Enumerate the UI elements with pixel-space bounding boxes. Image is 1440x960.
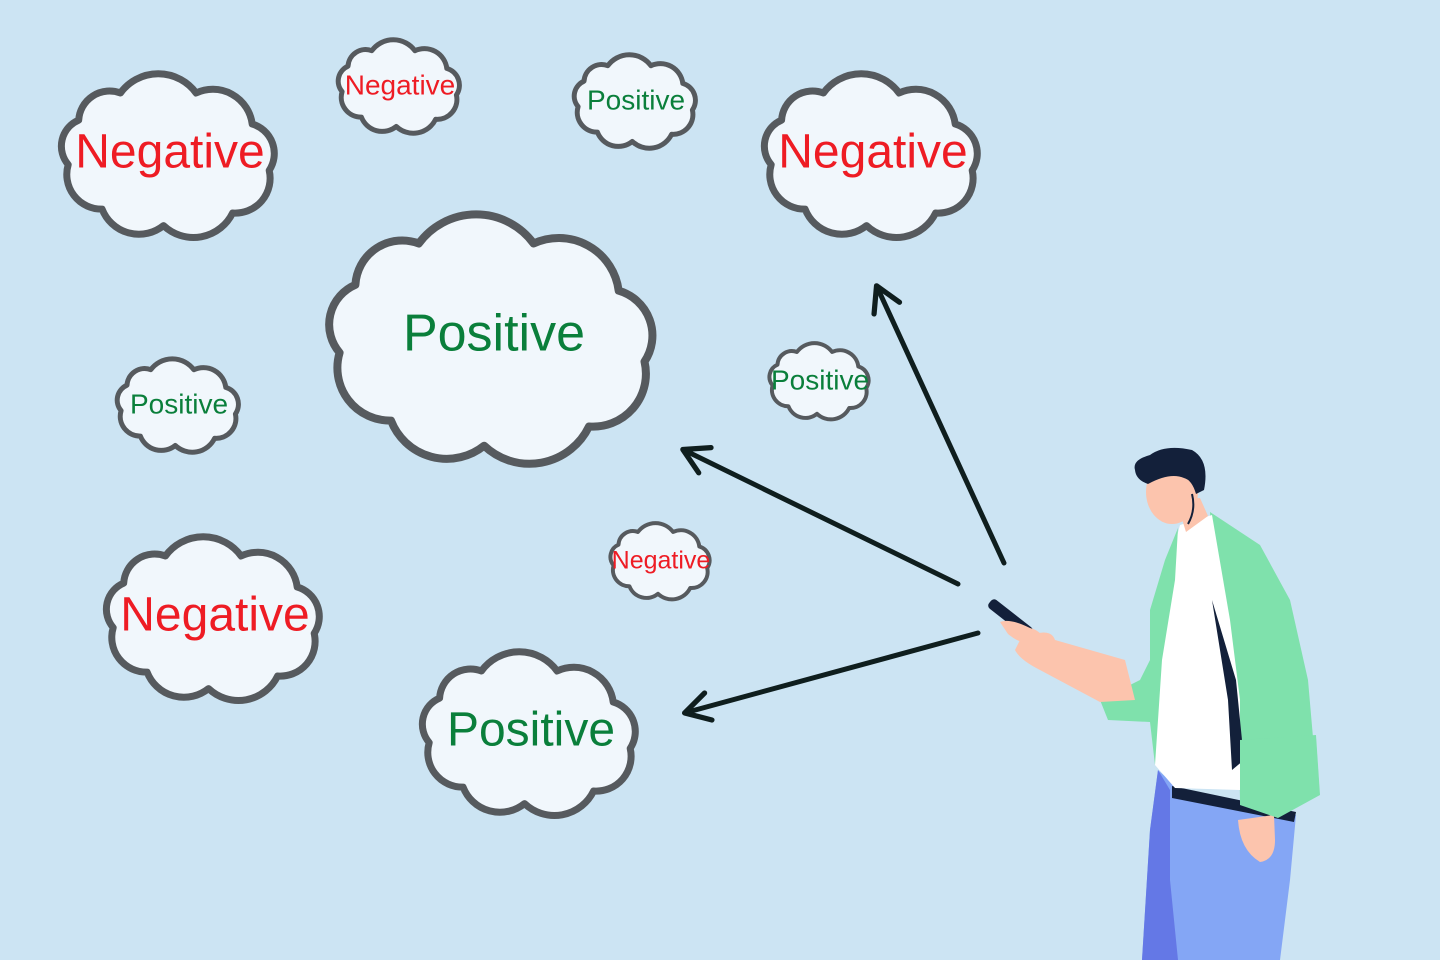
- cloud-label: Positive: [130, 388, 228, 419]
- top-small-negative-cloud: Negative: [335, 37, 462, 136]
- arrow-to-top-right-negative: [871, 283, 1007, 566]
- bottom-positive-cloud: Positive: [418, 648, 639, 819]
- left-small-positive-cloud: Positive: [114, 356, 241, 455]
- cloud-shape: [767, 341, 871, 422]
- extended-arm: [1015, 632, 1135, 702]
- cloud-label: Positive: [447, 704, 615, 757]
- cloud-shape: [335, 37, 462, 136]
- cloud-label: Positive: [587, 84, 685, 115]
- top-left-negative-cloud: Negative: [57, 70, 278, 241]
- cloud-shape: [608, 521, 712, 602]
- cloud-shape: [571, 52, 698, 151]
- top-right-negative-cloud: Negative: [760, 70, 981, 241]
- cloud-shape: [57, 70, 278, 241]
- cloud-label: Positive: [403, 305, 585, 363]
- cloud-shape: [325, 210, 657, 468]
- arrows-layer: [680, 283, 1007, 723]
- cloud-shape: [418, 648, 639, 819]
- arrow-to-center-positive: [680, 445, 961, 587]
- cloud-label: Negative: [345, 69, 456, 100]
- pants-shadow: [1142, 770, 1178, 960]
- cloud-label: Negative: [120, 589, 309, 642]
- center-positive-cloud: Positive: [325, 210, 657, 468]
- arrow-to-bottom-positive: [681, 630, 981, 723]
- top-small-positive-cloud: Positive: [571, 52, 698, 151]
- cloud-label: Negative: [778, 126, 967, 179]
- right-sleeve: [1240, 735, 1320, 818]
- middle-small-negative-cloud: Negative: [608, 521, 712, 602]
- hair: [1134, 447, 1206, 494]
- right-small-positive-cloud: Positive: [767, 341, 871, 422]
- cloud-shape: [114, 356, 241, 455]
- jacket-front: [1100, 528, 1178, 765]
- cloud-label: Negative: [75, 126, 264, 179]
- bottom-left-negative-cloud: Negative: [102, 533, 323, 704]
- jacket-lining: [1212, 600, 1244, 770]
- cloud-label: Positive: [771, 364, 869, 395]
- cloud-shape: [102, 533, 323, 704]
- right-hand: [1238, 815, 1275, 862]
- fingers: [1000, 620, 1042, 644]
- cloud-shape: [760, 70, 981, 241]
- earphone-cord: [1187, 493, 1195, 525]
- cloud-label: Negative: [612, 547, 711, 575]
- person-with-phone-icon: [988, 447, 1320, 960]
